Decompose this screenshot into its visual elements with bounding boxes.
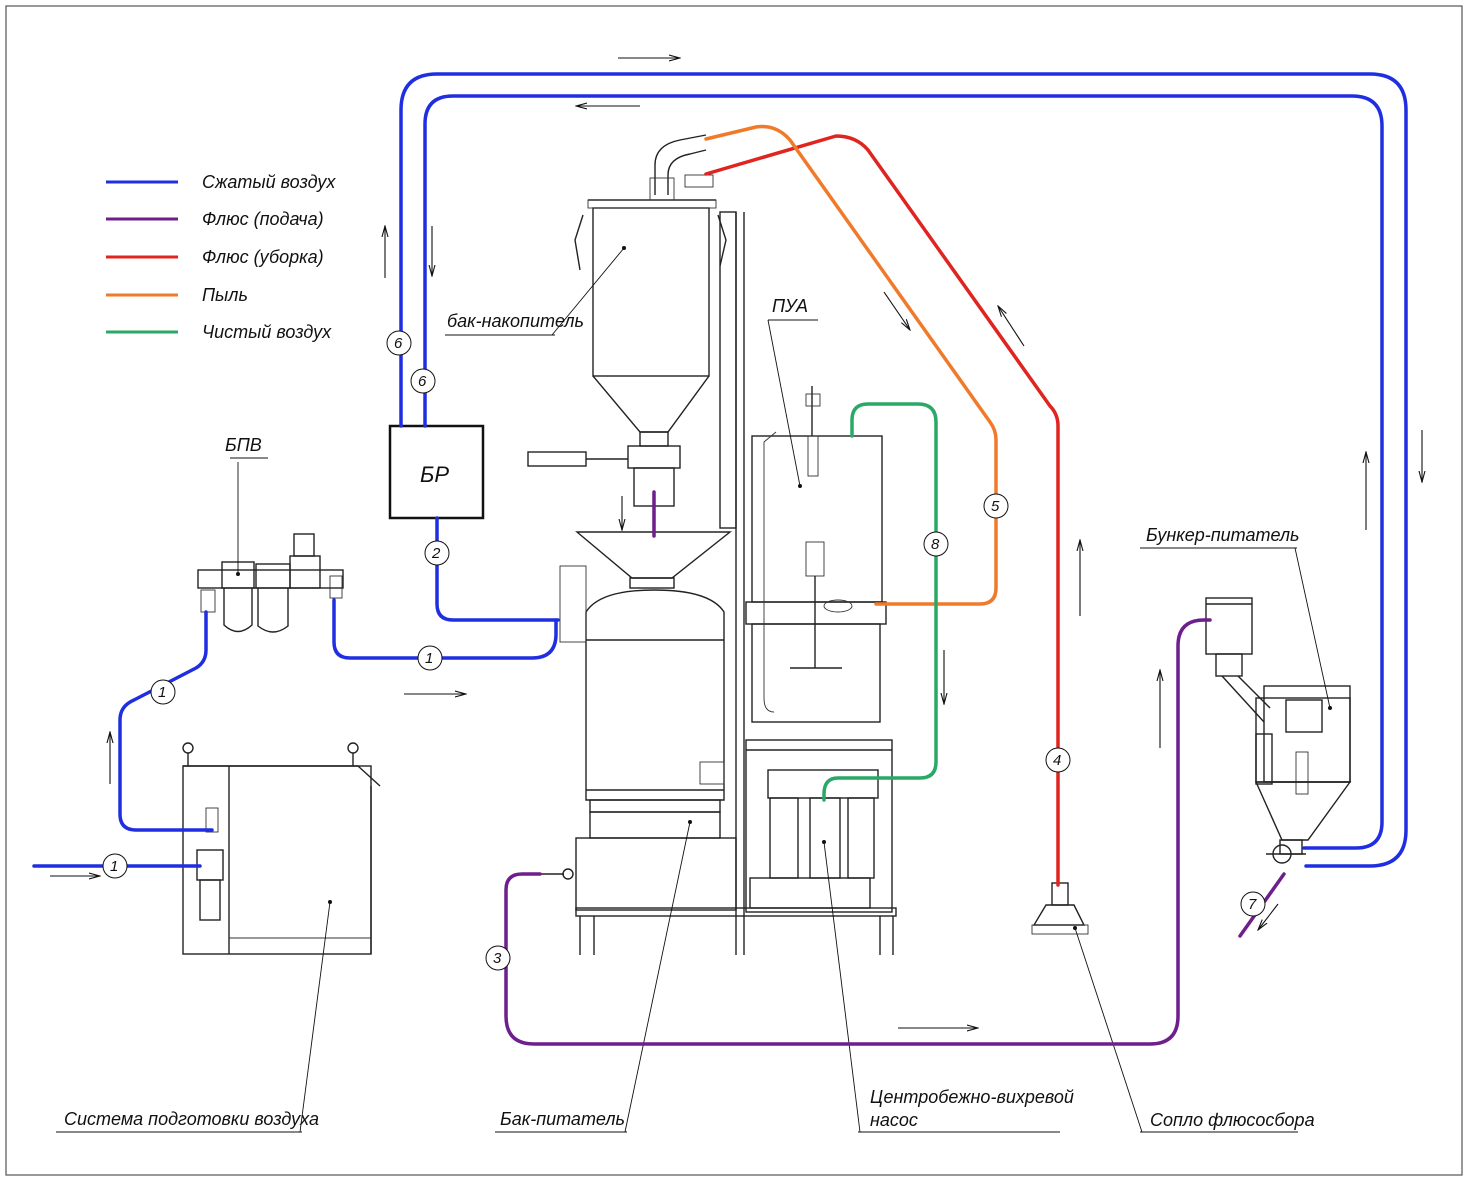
blue-line-br-to-tank <box>435 516 560 622</box>
pipe-marker-3: 3 <box>485 945 511 971</box>
flux-collection-lines <box>704 134 1060 887</box>
vortex-pump <box>749 769 1060 1133</box>
pipe-marker-1-riser: 1 <box>150 679 176 705</box>
feed-tank-label: Бак-питатель <box>500 1109 625 1129</box>
flux-supply-lines <box>504 490 1286 1046</box>
pipe-marker-4: 4 <box>1045 747 1071 773</box>
svg-text:1: 1 <box>158 684 166 701</box>
blue-line-cabinet-to-bpv <box>118 610 214 832</box>
green-line-pua-to-pump <box>822 402 938 802</box>
svg-text:4: 4 <box>1053 752 1061 769</box>
flux-collector-nozzle <box>1031 882 1298 1133</box>
legend-label-dust: Пыль <box>202 285 248 305</box>
feed-tank <box>495 531 897 1133</box>
pump-label-line1: Центробежно-вихревой <box>870 1087 1074 1107</box>
pipe-marker-5: 5 <box>983 493 1009 519</box>
br-label: БР <box>420 462 449 487</box>
pipe-marker-1-inlet: 1 <box>102 853 128 879</box>
dust-lines <box>704 124 998 606</box>
storage-tank <box>445 134 727 507</box>
air-system-label: Система подготовки воздуха <box>64 1109 319 1129</box>
pipe-marker-6-outer: 6 <box>386 330 412 356</box>
svg-text:6: 6 <box>418 373 427 390</box>
legend: Сжатый воздух Флюс (подача) Флюс (уборка… <box>106 172 336 342</box>
blue-line-inner-loop <box>423 94 1384 850</box>
pump-label-line2: насос <box>870 1110 918 1130</box>
blue-line-bpv-to-tank <box>332 598 558 660</box>
svg-text:8: 8 <box>931 536 940 553</box>
pua-label: ПУА <box>772 296 808 316</box>
nozzle-label: Сопло флюсосбора <box>1150 1110 1315 1130</box>
pipe-marker-8: 8 <box>923 531 949 557</box>
purple-line-tank-to-bunker <box>504 618 1212 1046</box>
support-column <box>719 211 745 955</box>
svg-text:6: 6 <box>394 335 403 352</box>
svg-text:1: 1 <box>425 650 433 667</box>
blue-line-outer-loop <box>399 72 1408 868</box>
svg-text:5: 5 <box>991 498 1000 515</box>
air-preparation-cabinet <box>182 742 381 955</box>
svg-text:7: 7 <box>1248 896 1257 913</box>
pipe-marker-6-inner: 6 <box>410 368 436 394</box>
drawing-frame <box>5 5 1463 1176</box>
legend-label-flux-collection: Флюс (уборка) <box>202 247 324 267</box>
svg-text:3: 3 <box>493 950 502 967</box>
legend-label-flux-supply: Флюс (подача) <box>202 209 324 229</box>
pipe-marker-2: 2 <box>424 540 450 566</box>
storage-tank-label: бак-накопитель <box>447 311 584 331</box>
clean-air-lines <box>822 402 938 802</box>
flow-arrows <box>50 58 1422 1028</box>
legend-label-compressed-air: Сжатый воздух <box>202 172 336 192</box>
svg-text:2: 2 <box>431 545 441 562</box>
bunker-feeder-label: Бункер-питатель <box>1146 525 1299 545</box>
bpv-label: БПВ <box>225 435 262 455</box>
red-line-nozzle-to-storage <box>704 134 1060 887</box>
orange-line-storage-to-pua <box>704 124 998 606</box>
pua-unit <box>745 319 893 913</box>
pipe-number-markers: 1 1 1 2 3 4 5 6 <box>102 330 1266 971</box>
svg-text:1: 1 <box>110 858 118 875</box>
pipe-marker-7: 7 <box>1240 891 1266 917</box>
bpv-unit <box>197 457 344 633</box>
bunker-feeder <box>1140 547 1352 864</box>
pipe-marker-1-bpv: 1 <box>417 645 443 671</box>
legend-label-clean-air: Чистый воздух <box>202 322 332 342</box>
